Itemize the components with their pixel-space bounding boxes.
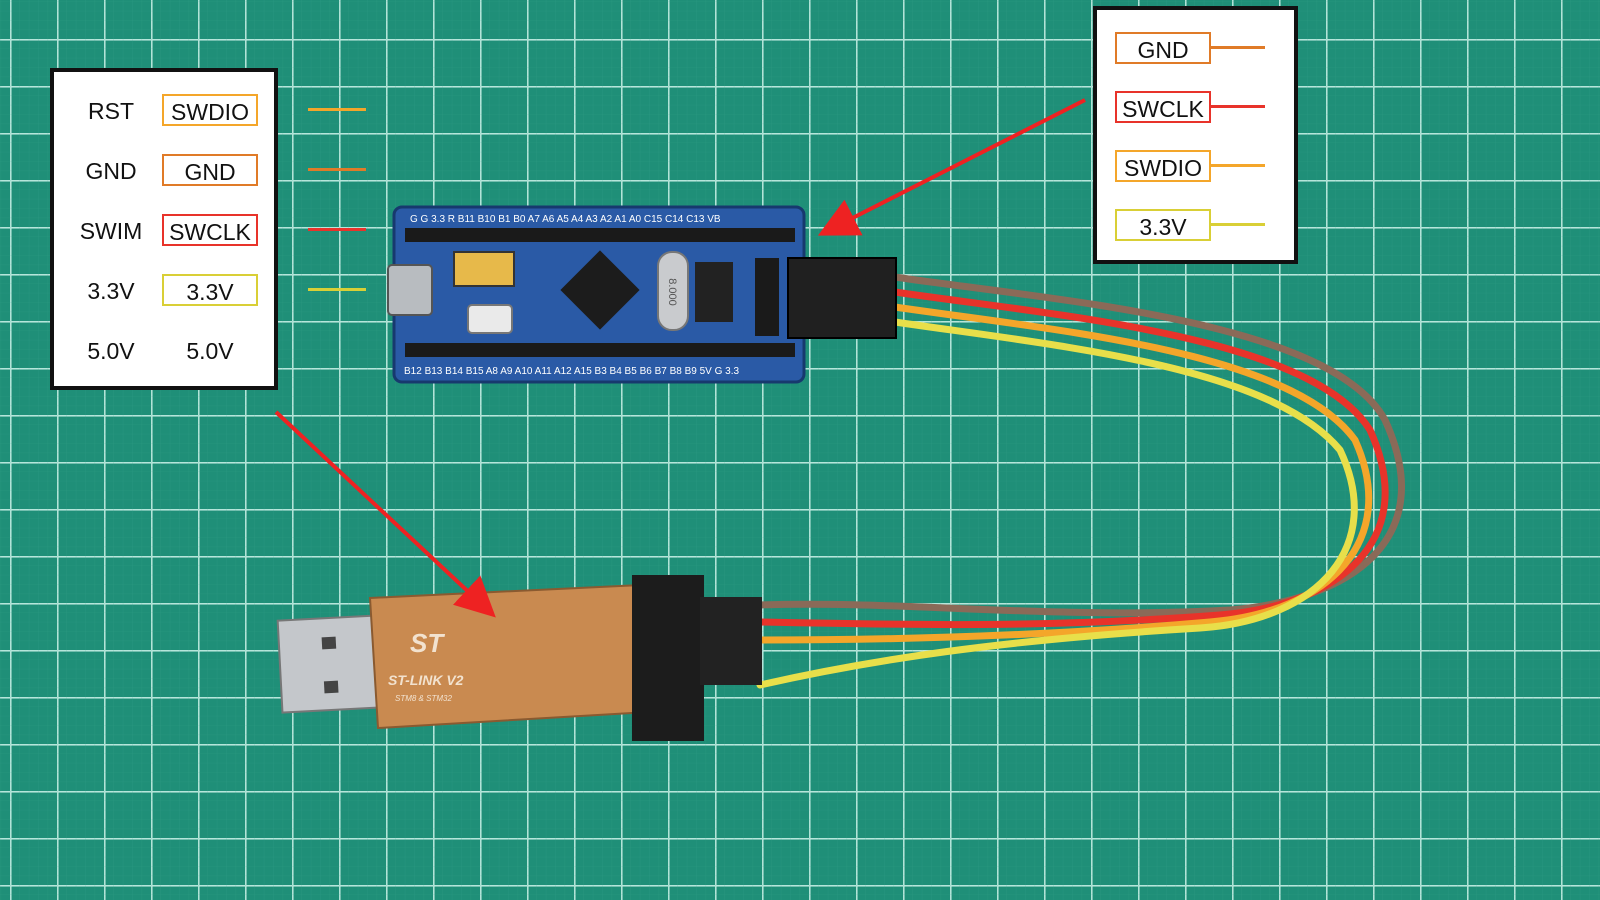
lead-gnd-right [1211, 46, 1265, 49]
signal-box-swclk-right: SWCLK [1115, 91, 1211, 123]
svg-text:8.000: 8.000 [666, 278, 678, 306]
signal-box-gnd: GND [162, 154, 258, 186]
signal-box-swclk: SWCLK [162, 214, 258, 246]
signal-box-3v3-right: 3.3V [1115, 209, 1211, 241]
lead-swclk [308, 228, 366, 231]
lead-3v3-right [1211, 223, 1265, 226]
arrow-to-board [817, 98, 1086, 236]
pin-label-3v3: 3.3V [87, 278, 135, 304]
signal-box-3v3: 3.3V [162, 274, 258, 306]
lead-swdio-right [1211, 164, 1265, 167]
top-pin-labels: G G 3.3 R B11 B10 B1 B0 A7 A6 A5 A4 A3 A… [410, 214, 721, 225]
signal-label-5v0: 5.0V [186, 338, 234, 364]
left-pinout-panel: RST SWDIO GND GND SWIM SWCLK 3.3V 3.3V 5… [50, 68, 366, 390]
pin-label-gnd: GND [85, 158, 137, 184]
signal-box-swdio-right: SWDIO [1115, 150, 1211, 182]
stlink-dongle: ST ST-LINK V2 STM8 & STM32 [276, 575, 762, 741]
lead-gnd [308, 168, 366, 171]
arrow-to-stlink [274, 410, 496, 618]
signal-box-swdio: SWDIO [162, 94, 258, 126]
lead-3v3 [308, 288, 366, 291]
pin-label-5v0: 5.0V [87, 338, 135, 364]
stm32-board: G G 3.3 R B11 B10 B1 B0 A7 A6 A5 A4 A3 A… [387, 205, 897, 384]
pin-label-swim: SWIM [79, 218, 143, 244]
svg-text:ST-LINK V2: ST-LINK V2 [388, 672, 464, 688]
pin-label-rst: RST [88, 98, 134, 124]
right-pinout-panel: GND SWCLK SWDIO 3.3V [1093, 6, 1298, 264]
jumper-wires [756, 273, 1406, 689]
bottom-pin-labels: B12 B13 B14 B15 A8 A9 A10 A11 A12 A15 B3… [404, 366, 740, 377]
svg-text:ST: ST [410, 628, 445, 658]
lead-swclk-right [1211, 105, 1265, 108]
svg-text:STM8 & STM32: STM8 & STM32 [395, 694, 452, 703]
signal-box-gnd-right: GND [1115, 32, 1211, 64]
lead-swdio [308, 108, 366, 111]
